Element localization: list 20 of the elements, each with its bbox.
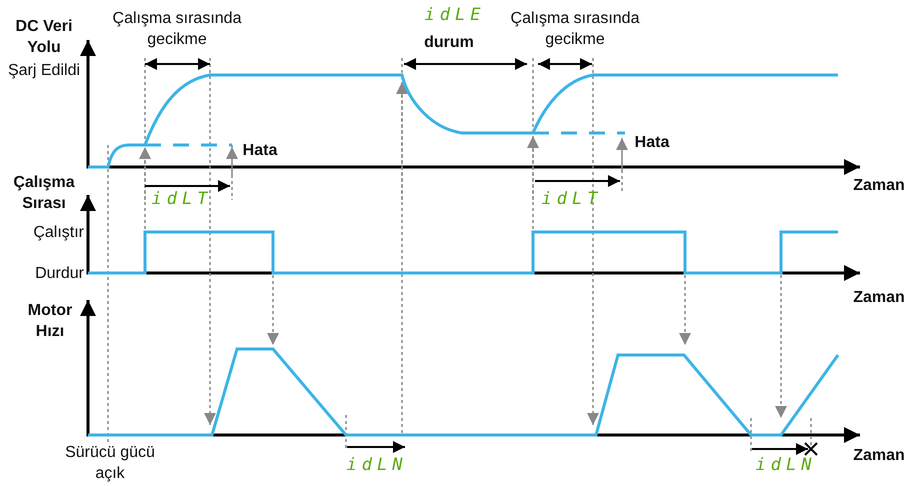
axis-label: Zaman [852, 446, 906, 466]
annotation-text: Çalışma sırasında gecikme [112, 9, 242, 50]
parameter-code: idLE [424, 5, 486, 26]
status-label: Hata [242, 141, 278, 161]
axis-title: Çalışma Sırası [12, 173, 76, 214]
axis-label: Zaman [852, 288, 906, 308]
level-label: Durdur [34, 264, 84, 284]
status-label: Hata [634, 133, 670, 153]
level-label: Çalıştır [32, 223, 84, 243]
axis-title: Motor Hızı [26, 301, 74, 342]
parameter-code: idLN [346, 455, 408, 476]
parameter-code: idLT [150, 189, 214, 210]
annotation-text: Çalışma sırasında gecikme [510, 9, 640, 50]
axis-label: Zaman [852, 176, 906, 196]
annotation-text: Sürücü gücü açık [64, 443, 156, 484]
parameter-code: idLT [540, 189, 604, 210]
axis-title: Şarj Edildi [6, 61, 82, 81]
parameter-code: idLN [754, 455, 818, 476]
axis-title: DC Veri Yolu [14, 17, 74, 58]
annotation-text: durum [423, 33, 475, 53]
